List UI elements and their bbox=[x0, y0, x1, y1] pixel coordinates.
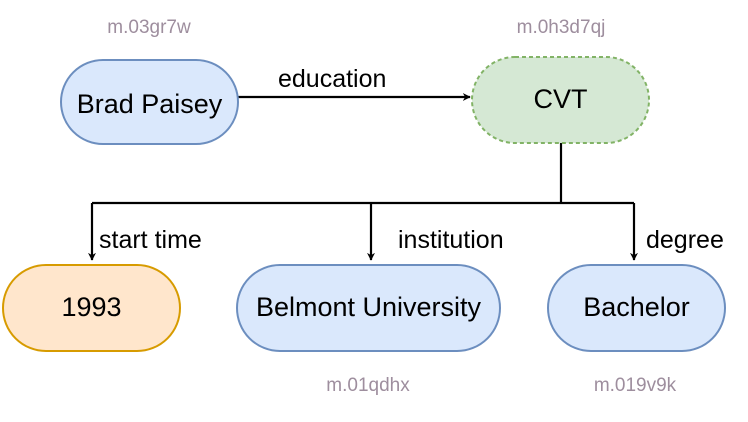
node-brad-paisey: m.03gr7w Brad Paisey bbox=[60, 17, 239, 145]
node-brad-paisey-shape bbox=[60, 59, 239, 145]
edge-institution: institution bbox=[367, 203, 504, 261]
node-brad-paisey-label: Brad Paisey bbox=[77, 89, 223, 119]
node-brad-paisey-mid: m.03gr7w bbox=[107, 17, 191, 38]
node-belmont-university-mid: m.01qdhx bbox=[326, 375, 410, 396]
edge-branch bbox=[92, 143, 634, 205]
node-cvt-shape bbox=[471, 56, 650, 144]
node-cvt: m.0h3d7qj CVT bbox=[471, 17, 650, 144]
node-1993-label: 1993 bbox=[61, 292, 121, 322]
edge-education: education bbox=[237, 65, 471, 101]
edge-degree: degree bbox=[630, 203, 724, 261]
node-1993-shape bbox=[2, 264, 181, 352]
node-bachelor-mid: m.019v9k bbox=[594, 375, 677, 396]
node-bachelor-shape bbox=[547, 264, 726, 352]
node-belmont-university-shape bbox=[236, 264, 501, 352]
node-bachelor-label: Bachelor bbox=[583, 292, 690, 322]
edge-degree-label: degree bbox=[646, 226, 724, 254]
node-cvt-label: CVT bbox=[534, 84, 588, 114]
node-belmont-university-label: Belmont University bbox=[256, 292, 482, 322]
node-1993: 1993 bbox=[2, 264, 181, 352]
edge-start-time: start time bbox=[88, 203, 202, 261]
node-belmont-university: Belmont University m.01qdhx bbox=[236, 264, 501, 396]
edge-institution-label: institution bbox=[398, 226, 504, 254]
node-cvt-mid: m.0h3d7qj bbox=[517, 17, 606, 38]
edge-education-label: education bbox=[278, 65, 386, 93]
edge-start-time-label: start time bbox=[99, 226, 202, 254]
node-bachelor: Bachelor m.019v9k bbox=[547, 264, 726, 396]
